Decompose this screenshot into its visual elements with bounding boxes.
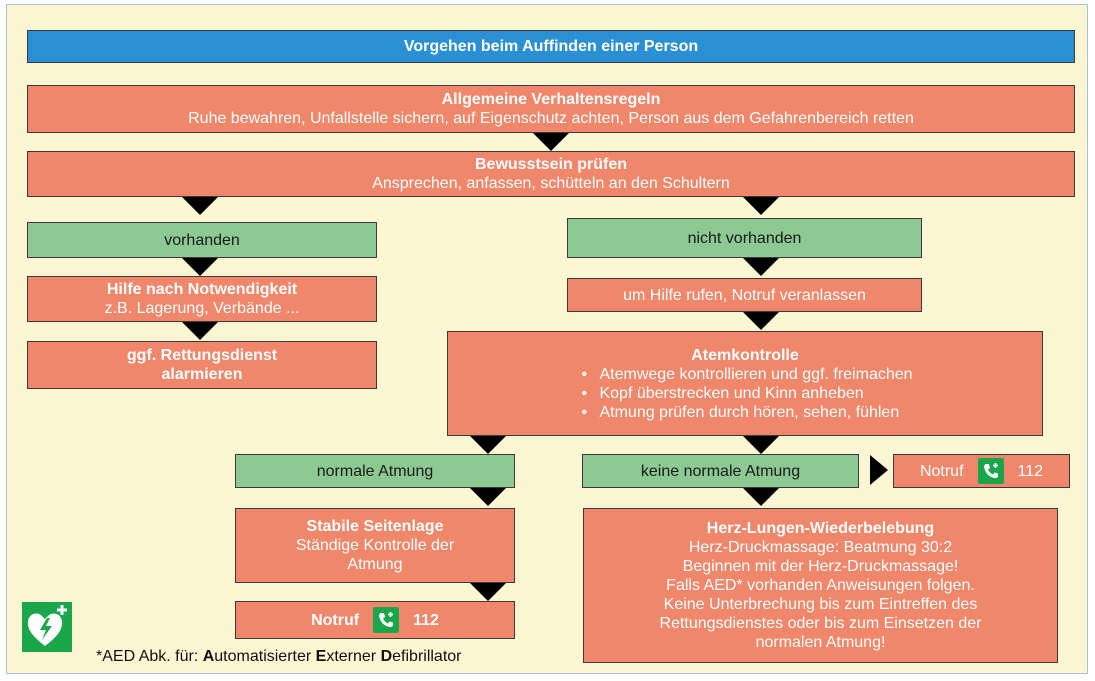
- recovery-line-2: Atmung: [347, 556, 403, 573]
- abnormal-breathing-decision: keine normale Atmung: [582, 454, 859, 488]
- help-text: z.B. Lagerung, Verbände ...: [104, 300, 300, 317]
- notruf-number: 112: [413, 611, 439, 629]
- cpr-line: Herz-Druckmassage: Beatmung 30:2: [688, 539, 953, 556]
- arrow-recovery-to-notruf: [470, 583, 506, 601]
- notruf-row: Notruf 112: [920, 458, 1043, 484]
- notruf-box-abnormal: Notruf 112: [893, 454, 1070, 488]
- arrow-to-present: [182, 197, 218, 215]
- alarm-box: ggf. Rettungsdienst alarmieren: [27, 341, 377, 389]
- cpr-line: Beginnen mit der Herz-Druckmassage!: [682, 558, 959, 575]
- consciousness-text: Ansprechen, anfassen, schütteln an den S…: [372, 175, 730, 192]
- arrow-to-absent: [743, 197, 779, 215]
- phone-icon: [977, 458, 1004, 484]
- aed-footnote: *AED Abk. für: Automatisierter Externer …: [96, 648, 462, 666]
- arrow-to-abnormal: [743, 436, 779, 454]
- cpr-title: Herz-Lungen-Wiederbelebung: [706, 520, 935, 537]
- general-rules-title: Allgemeine Verhaltensregeln: [441, 91, 661, 108]
- breathing-check-item: Atmung prüfen durch hören, sehen, fühlen: [577, 403, 912, 422]
- notruf-label: Notruf: [311, 611, 360, 629]
- call-help-text: um Hilfe rufen, Notruf veranlassen: [623, 286, 866, 304]
- alarm-line-1: ggf. Rettungsdienst: [126, 347, 278, 364]
- page-title: Vorgehen beim Auffinden einer Person: [27, 30, 1075, 63]
- arrow-to-normal: [470, 436, 506, 454]
- page-title-text: Vorgehen beim Auffinden einer Person: [403, 38, 699, 55]
- consciousness-title: Bewusstsein prüfen: [474, 156, 628, 173]
- arrow-abnormal-to-cpr: [743, 488, 779, 506]
- help-title: Hilfe nach Notwendigkeit: [106, 281, 298, 298]
- recovery-line-1: Ständige Kontrolle der: [295, 537, 455, 554]
- notruf-row: Notruf 112: [311, 607, 439, 633]
- present-label: vorhanden: [164, 231, 240, 249]
- cpr-line: Keine Unterbrechung bis zum Eintreffen d…: [663, 596, 978, 613]
- normal-breathing-label: normale Atmung: [316, 462, 434, 480]
- phone-icon: [373, 607, 400, 633]
- aed-heart-icon: [22, 602, 72, 652]
- arrow-general-to-consciousness: [533, 133, 569, 151]
- footnote-letter-e: E: [315, 648, 327, 665]
- arrow-normal-to-recovery: [470, 488, 506, 506]
- footnote-letter-a: A: [202, 648, 215, 665]
- present-decision: vorhanden: [27, 222, 377, 258]
- footnote-prefix: *AED Abk. für:: [96, 648, 203, 665]
- arrow-abnormal-to-notruf: [870, 455, 888, 485]
- absent-decision: nicht vorhanden: [567, 218, 922, 258]
- footnote-word-d: efibrillator: [392, 648, 462, 665]
- notruf-label: Notruf: [919, 462, 964, 480]
- arrow-call-to-breathing: [743, 312, 779, 330]
- footnote-word-a: utomatisierter: [214, 648, 316, 665]
- abnormal-breathing-label: keine normale Atmung: [640, 462, 801, 480]
- breathing-check-item: Kopf überstrecken und Kinn anheben: [577, 384, 912, 403]
- notruf-box-normal: Notruf 112: [235, 601, 515, 639]
- arrow-present-to-help: [182, 258, 218, 276]
- footnote-letter-d: D: [380, 648, 393, 665]
- general-rules-text: Ruhe bewahren, Unfallstelle sichern, auf…: [188, 110, 914, 127]
- breathing-check-list: Atemwege kontrollieren und ggf. freimach…: [577, 365, 912, 422]
- recovery-position-box: Stabile Seitenlage Ständige Kontrolle de…: [235, 508, 515, 583]
- absent-label: nicht vorhanden: [687, 229, 802, 247]
- call-help-box: um Hilfe rufen, Notruf veranlassen: [567, 278, 922, 312]
- notruf-number: 112: [1017, 462, 1044, 480]
- normal-breathing-decision: normale Atmung: [235, 454, 515, 488]
- breathing-check-title: Atemkontrolle: [691, 346, 799, 364]
- consciousness-box: Bewusstsein prüfen Ansprechen, anfassen,…: [27, 151, 1075, 197]
- breathing-check-item: Atemwege kontrollieren und ggf. freimach…: [577, 365, 912, 384]
- cpr-box: Herz-Lungen-Wiederbelebung Herz-Druckmas…: [583, 508, 1058, 663]
- alarm-line-2: alarmieren: [161, 366, 243, 383]
- cpr-line: Rettungsdienstes oder bis zum Einsetzen …: [659, 615, 982, 632]
- recovery-title: Stabile Seitenlage: [306, 518, 444, 535]
- help-box: Hilfe nach Notwendigkeit z.B. Lagerung, …: [27, 276, 377, 322]
- footnote-word-e: xterner: [326, 648, 381, 665]
- general-rules-box: Allgemeine Verhaltensregeln Ruhe bewahre…: [27, 85, 1075, 133]
- breathing-check-box: Atemkontrolle Atemwege kontrollieren und…: [447, 331, 1043, 436]
- cpr-line: Falls AED* vorhanden Anweisungen folgen.: [666, 577, 975, 594]
- cpr-line: normalen Atmung!: [755, 634, 886, 651]
- arrow-help-to-alarm: [182, 322, 218, 340]
- arrow-absent-to-call: [743, 258, 779, 276]
